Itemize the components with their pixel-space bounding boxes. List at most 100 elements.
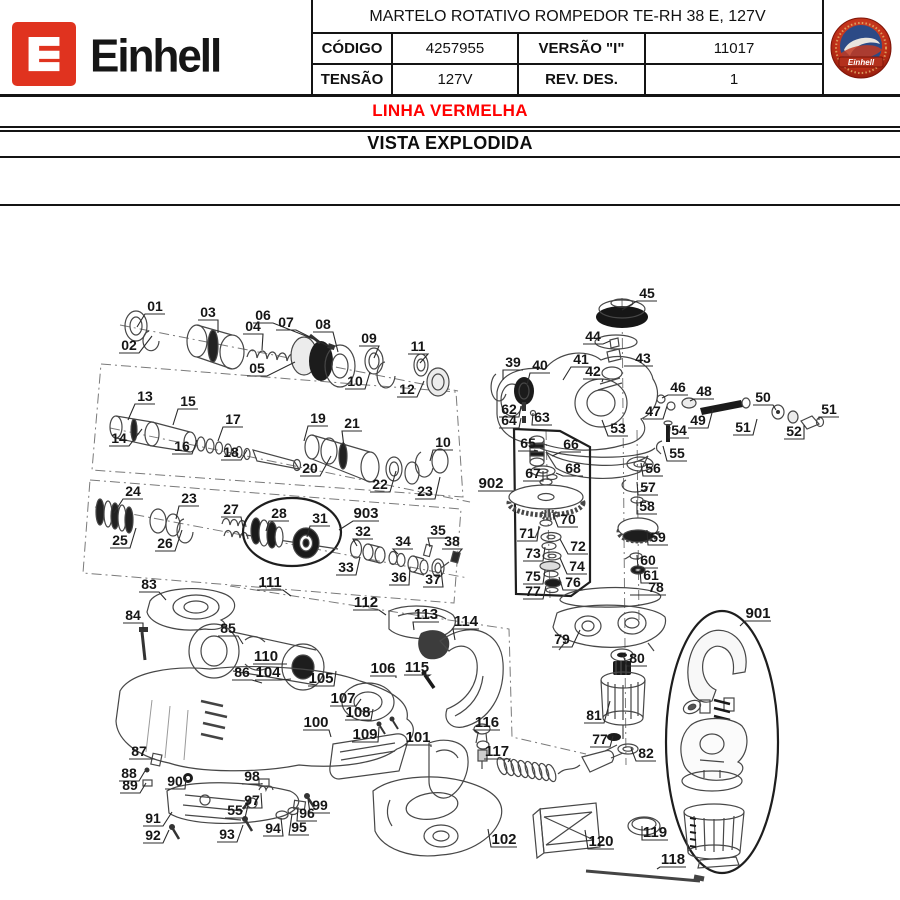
part-leader-106 — [370, 675, 397, 678]
part-label-01: 01 — [147, 298, 163, 314]
part-label-03: 03 — [200, 304, 216, 320]
part-leader-20 — [300, 455, 332, 477]
part-leader-118 — [656, 866, 686, 870]
part-leader-10 — [429, 449, 453, 462]
table-border — [391, 32, 393, 95]
part-label-17: 17 — [225, 411, 241, 427]
part-label-56: 56 — [645, 460, 661, 476]
part-leader-72 — [559, 538, 588, 555]
divider-line — [0, 156, 900, 158]
part-leader-60 — [636, 554, 658, 569]
part-label-16: 16 — [174, 438, 190, 454]
part-leader-12 — [397, 380, 425, 398]
part-label-15: 15 — [180, 393, 196, 409]
part-leader-66 — [551, 451, 581, 457]
part-leader-59 — [646, 529, 668, 546]
exploded-view-sketch — [82, 297, 825, 883]
part-label-88: 88 — [121, 765, 137, 781]
part-leader-47 — [643, 405, 668, 420]
part-label-78: 78 — [648, 579, 664, 595]
part-leader-85 — [218, 635, 244, 645]
part-leader-06 — [253, 322, 317, 341]
part-leader-77 — [523, 585, 547, 600]
part-leader-115 — [404, 674, 432, 678]
part-label-27: 27 — [223, 501, 239, 517]
einhell-e-icon — [28, 36, 60, 72]
part-leader-51 — [733, 418, 758, 436]
part-leader-79 — [552, 629, 581, 648]
part-label-84: 84 — [125, 607, 141, 623]
red-line-badge-icon: Einhell — [830, 17, 892, 79]
table-border — [644, 32, 646, 95]
part-label-09: 09 — [361, 330, 377, 346]
part-leader-62 — [499, 405, 522, 418]
part-label-53: 53 — [610, 420, 626, 436]
part-leader-901 — [739, 620, 771, 627]
part-leader-36 — [389, 566, 411, 586]
part-label-55: 55 — [227, 802, 243, 818]
part-label-02: 02 — [121, 337, 137, 353]
part-leader-13 — [127, 403, 155, 421]
part-label-903: 903 — [353, 505, 378, 522]
part-leader-19 — [303, 425, 328, 442]
part-leader-65 — [518, 449, 539, 452]
part-label-66: 66 — [563, 436, 579, 452]
part-leader-107 — [330, 698, 362, 707]
part-label-79: 79 — [554, 631, 570, 647]
part-leader-111 — [257, 589, 292, 597]
part-label-28: 28 — [271, 505, 287, 521]
divider-line — [0, 126, 900, 128]
part-label-73: 73 — [525, 545, 541, 561]
part-label-59: 59 — [650, 529, 666, 545]
part-label-111: 111 — [258, 574, 281, 591]
part-leader-102 — [487, 828, 517, 848]
part-leader-91 — [143, 811, 173, 827]
part-label-11: 11 — [411, 338, 426, 354]
part-label-71: 71 — [519, 525, 535, 541]
table-border — [822, 0, 824, 95]
part-leader-22 — [370, 470, 397, 493]
part-leader-41 — [562, 366, 591, 381]
part-leader-16 — [172, 439, 198, 455]
part-label-108: 108 — [345, 704, 370, 721]
part-leader-100 — [303, 729, 332, 738]
part-leader-49 — [688, 408, 714, 429]
table-border — [311, 32, 824, 34]
part-leader-84 — [123, 622, 144, 629]
part-label-902: 902 — [478, 475, 503, 492]
part-label-36: 36 — [391, 569, 407, 585]
part-leader-97 — [242, 792, 263, 809]
part-leader-53 — [601, 419, 628, 437]
part-label-118: 118 — [661, 851, 685, 868]
brand-wordmark: Einhell — [90, 30, 222, 82]
part-label-08: 08 — [315, 316, 331, 332]
part-leader-17 — [217, 426, 243, 442]
part-leader-74 — [559, 557, 587, 575]
part-leader-51 — [818, 416, 839, 420]
part-leader-27 — [221, 516, 244, 528]
part-label-87: 87 — [131, 743, 147, 759]
part-leader-08 — [313, 331, 339, 353]
part-leader-88 — [119, 770, 146, 782]
part-label-13: 13 — [137, 388, 153, 404]
field-revdes-label: REV. DES. — [545, 71, 618, 88]
part-label-21: 21 — [344, 415, 360, 431]
part-label-39: 39 — [505, 354, 521, 370]
part-label-07: 07 — [278, 314, 294, 330]
part-leader-11 — [408, 353, 430, 364]
part-leader-82 — [630, 747, 656, 762]
part-label-23: 23 — [417, 483, 433, 499]
part-label-117: 117 — [485, 743, 509, 760]
part-label-57: 57 — [640, 479, 656, 495]
part-label-112: 112 — [354, 594, 378, 611]
part-label-76: 76 — [565, 574, 581, 590]
part-leader-104 — [255, 678, 292, 681]
part-leader-73 — [523, 546, 546, 562]
part-label-82: 82 — [638, 745, 654, 761]
part-label-10: 10 — [435, 434, 451, 450]
part-leader-903 — [338, 520, 379, 531]
part-leader-07 — [276, 329, 331, 348]
part-leader-01 — [136, 313, 165, 328]
part-label-120: 120 — [588, 833, 613, 850]
part-label-104: 104 — [255, 664, 281, 681]
